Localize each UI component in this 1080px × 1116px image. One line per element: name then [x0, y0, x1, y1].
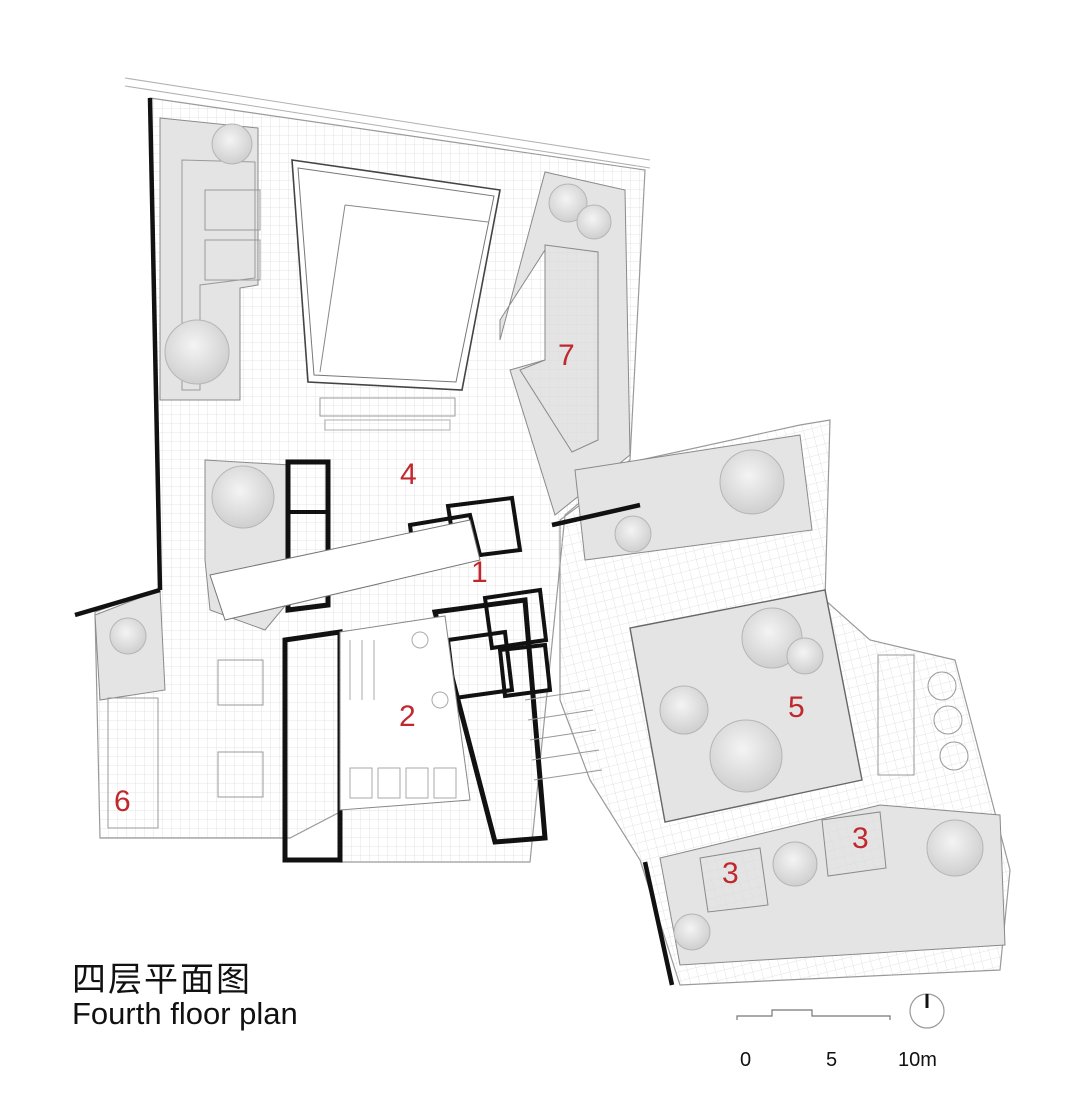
zone-label-7: 7: [558, 339, 575, 372]
zone-label-2: 2: [399, 700, 416, 733]
scale-tick-5: 5: [826, 1049, 837, 1071]
zone-label-4: 4: [400, 458, 417, 491]
zone-labels: 1 2 3 3 4 5 6 7: [114, 339, 869, 890]
lounge-furniture: [107, 189, 264, 829]
exterior-walls: [74, 97, 675, 986]
trees: [109, 123, 984, 951]
bench-row: [319, 397, 456, 431]
gym-room: [339, 615, 471, 811]
scale-tick-10m: 10m: [898, 1049, 937, 1071]
north-arrow-icon: [909, 993, 945, 1029]
plan-title-english: Fourth floor plan: [72, 996, 298, 1031]
scale-tick-0: 0: [740, 1049, 751, 1071]
planter-northeast-curved: [499, 171, 631, 516]
staircase: [524, 689, 603, 781]
zone-label-6: 6: [114, 785, 131, 818]
zone-label-3b: 3: [852, 822, 869, 855]
scale-bar: 0 5 10m: [736, 1009, 937, 1071]
courtyard-void: [291, 159, 501, 391]
building-core-walls: [209, 459, 553, 863]
sun-loungers: [877, 654, 969, 776]
planter-south-east: [659, 804, 1006, 966]
plan-title-chinese: 四层平面图: [72, 960, 252, 1000]
zone-label-5: 5: [788, 691, 805, 724]
zone-label-3a: 3: [722, 857, 739, 890]
zone-label-1: 1: [471, 556, 488, 589]
